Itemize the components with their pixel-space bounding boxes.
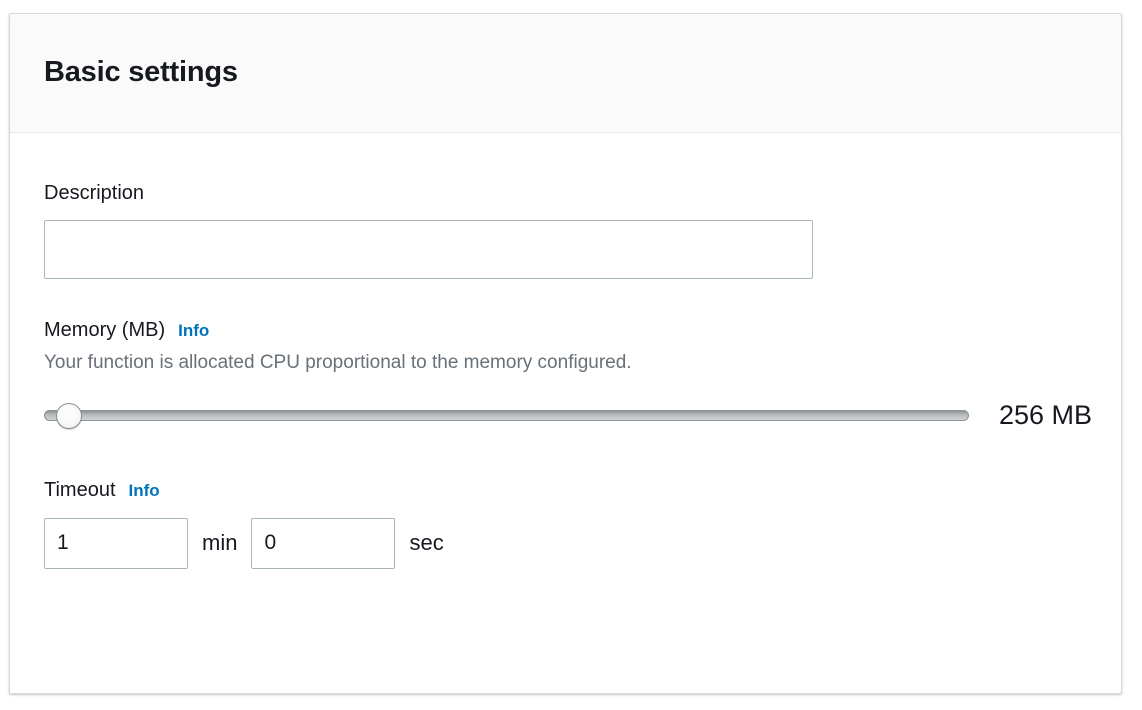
memory-slider-row: 256 MB [44, 400, 1092, 431]
timeout-label: Timeout [44, 478, 116, 501]
timeout-minutes-unit-label: min [202, 530, 238, 556]
memory-value-label: 256 MB [999, 399, 1093, 430]
memory-slider-wrap [44, 401, 969, 430]
timeout-seconds-input[interactable] [251, 517, 396, 569]
timeout-info-link[interactable]: Info [128, 480, 160, 500]
memory-slider[interactable] [44, 401, 969, 430]
description-field-block: Description [44, 180, 1087, 279]
description-input[interactable] [44, 220, 813, 279]
timeout-minutes-input[interactable] [44, 517, 188, 569]
timeout-field-block: Timeout Info min sec [44, 477, 1087, 569]
page-title: Basic settings [44, 56, 238, 89]
timeout-seconds-unit-label: sec [409, 530, 444, 556]
timeout-label-row: Timeout Info [44, 477, 1087, 504]
panel-body: Description Memory (MB) Info Your functi… [10, 133, 1121, 569]
description-label: Description [44, 182, 145, 204]
panel-header: Basic settings [10, 14, 1121, 133]
basic-settings-panel: Basic settings Description Memory (MB) I… [9, 13, 1122, 694]
memory-info-link[interactable]: Info [178, 321, 210, 340]
memory-label: Memory (MB) [44, 319, 166, 341]
timeout-inputs-row: min sec [44, 517, 1087, 569]
memory-label-row: Memory (MB) Info [44, 317, 1087, 344]
memory-field-block: Memory (MB) Info Your function is alloca… [44, 317, 1092, 431]
description-label-row: Description [44, 180, 1087, 207]
memory-help-text: Your function is allocated CPU proportio… [44, 352, 632, 373]
